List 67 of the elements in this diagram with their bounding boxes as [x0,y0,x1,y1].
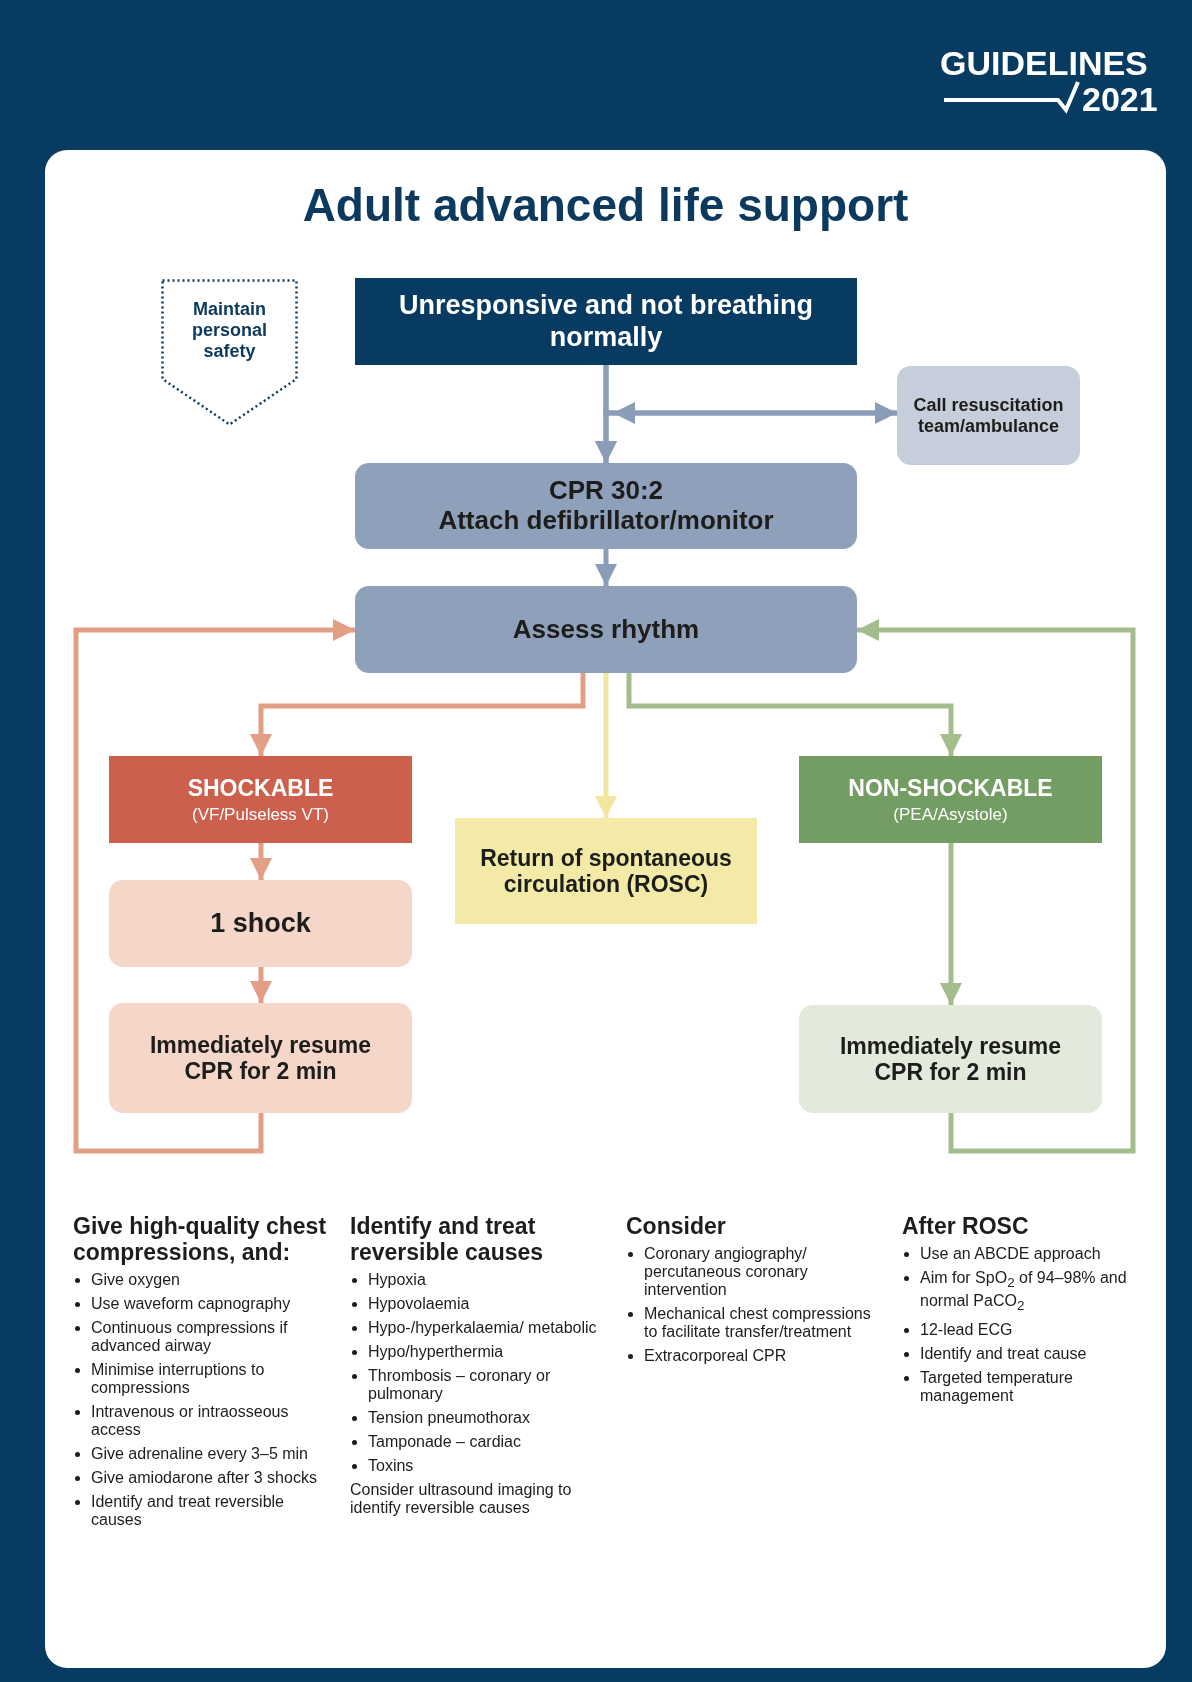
node-label: Assess rhythm [511,614,701,645]
bullet-item: Toxins [368,1457,414,1475]
node-label: Unresponsive and not breathing normally [397,290,814,353]
arrow [595,673,617,818]
node-label: Maintain personal safety [191,299,268,362]
arrow [595,549,617,586]
node-label: CPR 30:2 [547,476,665,506]
category-box [109,756,412,843]
node-sublabel: (PEA/Asystole) [892,804,1009,825]
bullet-item: Identify and treat cause [920,1345,1087,1364]
bullet-item: Give adrenaline every 3–5 min [91,1445,308,1463]
section-heading: After ROSC [902,1213,1030,1239]
bullet-item: Hypoxia [368,1271,426,1289]
bullet-item: Hypo-/hyperkalaemia/ metabolic [368,1319,597,1337]
node-label: NON-SHOCKABLE [847,774,1054,801]
node-label: SHOCKABLE [186,774,335,801]
node-label: Immediately resume CPR for 2 min [148,1031,373,1085]
arrow [250,673,586,756]
bullet-item: Coronary angiography/ percutaneous coronary intervention [644,1245,809,1299]
node-sublabel: (VF/Pulseless VT) [191,804,330,825]
arrow [626,673,962,756]
node-sublabel: Attach defibrillator/monitor [437,506,775,536]
note-text: Consider ultrasound imaging to identify reversible causes [350,1481,573,1517]
bullet-item: Mechanical chest compressions to facilitate transfer/treatment [644,1305,872,1341]
year-text: 2021 [1082,80,1158,119]
bullet-item: Give oxygen [91,1271,180,1289]
arrow [595,402,897,463]
node-label: 1 shock [209,907,312,939]
bullet-item: Give amiodarone after 3 shocks [91,1469,317,1487]
arrow [250,843,272,880]
process-box [355,463,857,549]
call-box [897,366,1080,465]
node-label: Return of spontaneous circulation (ROSC) [479,844,733,898]
node-label: Call resuscitation team/ambulance [912,394,1065,437]
diagram-title: Adult advanced life support [301,178,910,232]
node-label: Immediately resume CPR for 2 min [838,1032,1063,1086]
safety-shield [161,279,298,426]
bullet-item: Continuous compressions if advanced airway [91,1319,289,1355]
bullet-item: Tension pneumothorax [368,1409,530,1427]
arrow [857,619,1136,1154]
bullet-item: Extracorporeal CPR [644,1347,787,1365]
bullet-item: Thrombosis – coronary or pulmonary [368,1367,552,1403]
section-heading: Identify and treat reversible causes [350,1213,545,1265]
arrow [940,843,962,1005]
arrow [73,619,355,1154]
bullet-item: Hypovolaemia [368,1295,470,1313]
arrow [250,967,272,1003]
start-box [355,278,857,365]
outcome-box [455,818,757,924]
bullet-item: Tamponade – cardiac [368,1433,521,1451]
bullet-item: Aim for SpO$_{2}$ of 94–98% and normal PaCO$_{2}$ [920,1269,1128,1316]
bullet-item: Minimise interruptions to compressions [91,1361,266,1397]
process-box [355,586,857,673]
category-box [799,756,1102,843]
header-text: GUIDELINES [940,44,1148,83]
action-box [109,880,412,967]
bullet-item: Identify and treat reversible causes [91,1493,285,1529]
action-box [799,1005,1102,1113]
bullet-item: Hypo/hyperthermia [368,1343,504,1361]
section-heading: Consider [626,1213,727,1239]
bullet-item: Use waveform capnography [91,1295,291,1313]
bullet-item: Use an ABCDE approach [920,1245,1101,1263]
bullet-item: Targeted temperature management [920,1369,1074,1406]
action-box [109,1003,412,1113]
bullet-item: Intravenous or intraosseous access [91,1403,290,1439]
bullet-item: 12-lead ECG [920,1321,1013,1340]
section-heading: Give high-quality chest compressions, and: [73,1213,328,1265]
